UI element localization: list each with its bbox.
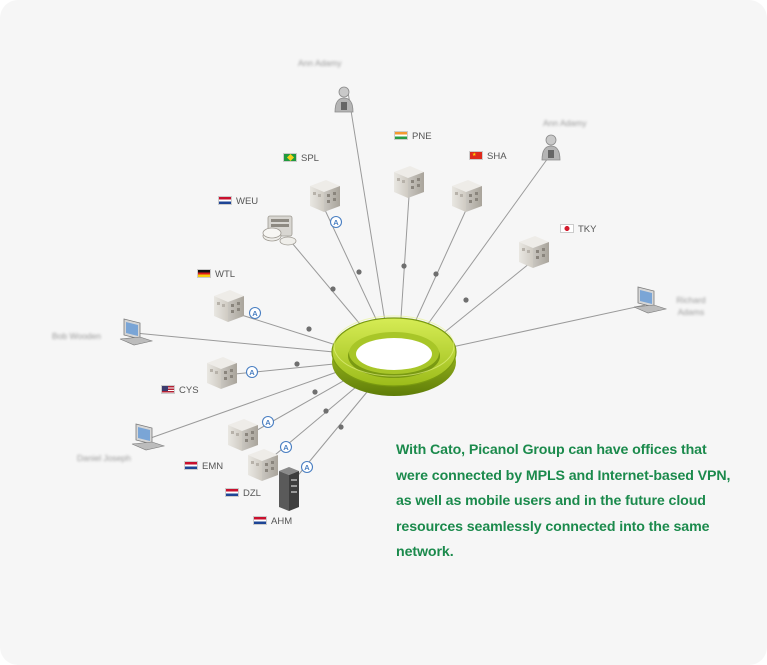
site-label-emn: EMN — [184, 461, 223, 473]
blurred-user-label: Richard Adams — [676, 295, 706, 317]
site-code: PNE — [412, 131, 432, 142]
link-dot — [306, 326, 312, 332]
building-icon — [310, 180, 340, 212]
link-dot — [356, 269, 362, 275]
link-line — [434, 262, 531, 341]
site-code: DZL — [243, 488, 261, 499]
socket-badge-glyph: A — [283, 443, 289, 452]
japan-flag-icon — [560, 224, 574, 233]
blurred-user-label: Bob Wooden — [52, 331, 101, 341]
site-label-dzl: DZL — [225, 488, 261, 500]
datacenter-icon — [262, 215, 297, 246]
site-code: SHA — [487, 151, 507, 162]
link-line — [144, 371, 338, 441]
building-icon — [394, 166, 424, 198]
socket-badge-glyph: A — [249, 368, 255, 377]
socket-badge: A — [261, 415, 275, 429]
building-icon — [248, 449, 278, 481]
socket-badge-glyph: A — [333, 218, 339, 227]
blurred-user-label: Daniel Joseph — [77, 453, 131, 463]
site-code: EMN — [202, 461, 224, 472]
site-label-pne: PNE — [394, 131, 432, 143]
link-dot — [312, 389, 318, 395]
netherlands-flag-icon — [253, 516, 267, 525]
netherlands-flag-icon — [225, 488, 239, 497]
laptop-icon — [119, 318, 154, 346]
socket-badge: A — [300, 460, 314, 474]
link-line — [224, 363, 335, 376]
link-dot — [330, 286, 336, 292]
building-icon — [214, 290, 244, 322]
cato-cloud-ring-icon — [331, 315, 457, 396]
laptop-icon — [131, 423, 166, 451]
link-line — [134, 332, 335, 353]
link-dot — [338, 424, 344, 430]
building-icon — [519, 236, 549, 268]
site-code: SPL — [301, 153, 319, 164]
laptop-icon — [633, 286, 668, 314]
netherlands-flag-icon — [184, 461, 198, 470]
india-flag-icon — [394, 131, 408, 140]
link-dots — [294, 263, 469, 430]
link-line — [289, 391, 368, 486]
link-line — [419, 157, 549, 336]
socket-badge: A — [245, 365, 259, 379]
link-line — [324, 209, 384, 335]
socket-badge-glyph: A — [252, 309, 258, 318]
site-label-tky: TKY — [560, 224, 596, 236]
link-dot — [463, 297, 469, 303]
link-dot — [294, 361, 300, 367]
site-label-cys: CYS — [161, 385, 199, 397]
site-code: CYS — [179, 385, 199, 396]
link-line — [451, 304, 646, 348]
socket-badge: A — [248, 306, 262, 320]
site-label-spl: SPL — [283, 153, 319, 165]
blurred-user-label: Ann Adamy — [298, 58, 342, 68]
link-line — [409, 209, 467, 334]
site-label-weu: WEU — [218, 196, 258, 208]
socket-badge: A — [279, 440, 293, 454]
socket-badge-glyph: A — [304, 463, 310, 472]
socket-badge-glyph: A — [265, 418, 271, 427]
blurred-user-label: Ann Adamy — [543, 118, 587, 128]
link-line — [262, 386, 357, 466]
site-code: AHM — [271, 516, 293, 527]
link-line — [231, 311, 337, 346]
mobile-user-icon — [541, 134, 561, 161]
netherlands-flag-icon — [218, 196, 232, 205]
link-line — [347, 91, 389, 341]
site-code: WTL — [215, 269, 236, 280]
mobile-user-icon — [334, 86, 354, 113]
site-label-wtl: WTL — [197, 269, 235, 281]
brazil-flag-icon — [283, 153, 297, 162]
building-icon — [207, 357, 237, 389]
site-label-sha: ★ SHA — [469, 151, 507, 163]
building-icon — [228, 419, 258, 451]
site-code: WEU — [236, 196, 259, 207]
socket-badge: A — [329, 215, 343, 229]
link-dot — [401, 263, 407, 269]
usa-flag-icon — [161, 385, 175, 394]
site-code: TKY — [578, 224, 597, 235]
germany-flag-icon — [197, 269, 211, 278]
link-dot — [433, 271, 439, 277]
link-line — [244, 379, 346, 438]
china-flag-icon: ★ — [469, 151, 483, 160]
caption-text: With Cato, Picanol Group can have office… — [396, 442, 731, 560]
site-label-ahm: AHM — [253, 516, 292, 528]
building-icon — [452, 180, 482, 212]
link-lines — [134, 91, 646, 486]
link-line — [286, 236, 371, 337]
server-tower-icon — [279, 467, 299, 511]
link-dot — [323, 408, 329, 414]
